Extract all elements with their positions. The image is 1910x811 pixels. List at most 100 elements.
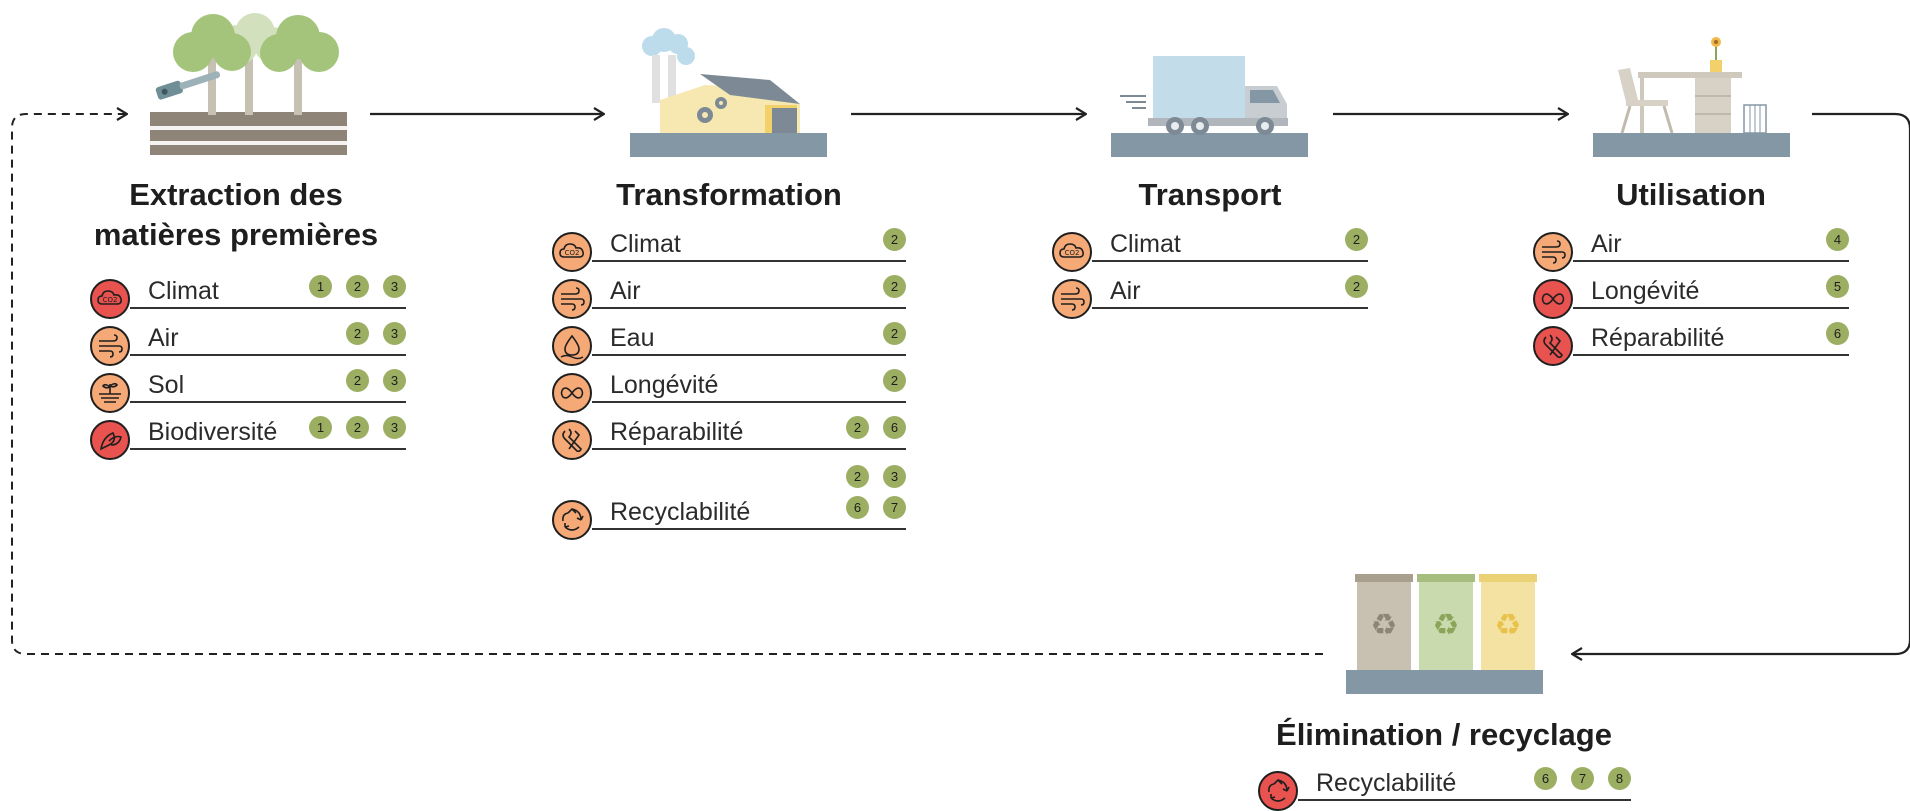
wind-icon bbox=[1533, 232, 1573, 272]
indicator-label: Climat bbox=[1110, 230, 1181, 258]
reference-badge: 2 bbox=[346, 322, 369, 345]
co2-cloud-icon: CO2 bbox=[552, 232, 592, 272]
reference-badge: 3 bbox=[383, 275, 406, 298]
badge-row: 5 bbox=[1826, 275, 1849, 298]
reference-badges: 2 bbox=[1345, 228, 1368, 251]
reference-badge: 3 bbox=[383, 369, 406, 392]
reference-badge: 2 bbox=[346, 416, 369, 439]
indicator-label: Air bbox=[148, 324, 179, 352]
underline bbox=[1298, 799, 1631, 801]
reference-badge: 2 bbox=[1345, 275, 1368, 298]
indicator-row: CO2 Climat 2 bbox=[552, 215, 906, 272]
underline bbox=[592, 354, 906, 356]
reference-badges: 2 bbox=[883, 322, 906, 345]
indicator-row: Air 2 bbox=[1052, 262, 1368, 319]
soil-sprout-icon bbox=[90, 373, 130, 413]
reference-badge: 2 bbox=[883, 228, 906, 251]
wind-icon bbox=[90, 326, 130, 366]
reference-badges: 4 bbox=[1826, 228, 1849, 251]
reference-badge: 1 bbox=[309, 416, 332, 439]
desk-chair-illustration bbox=[1593, 37, 1790, 157]
svg-text:CO2: CO2 bbox=[565, 249, 580, 257]
reference-badge: 3 bbox=[883, 465, 906, 488]
reference-badge: 3 bbox=[383, 416, 406, 439]
indicator-label: Eau bbox=[610, 324, 655, 352]
reference-badge: 1 bbox=[309, 275, 332, 298]
underline bbox=[592, 260, 906, 262]
reference-badge: 7 bbox=[1571, 767, 1594, 790]
underline bbox=[1573, 260, 1849, 262]
recycle-icon bbox=[552, 500, 592, 540]
reference-badge: 6 bbox=[1826, 322, 1849, 345]
indicator-label: Air bbox=[610, 277, 641, 305]
stage-title: Utilisation bbox=[1616, 177, 1766, 212]
underline bbox=[130, 354, 406, 356]
reference-badge: 2 bbox=[346, 275, 369, 298]
indicator-label: Réparabilité bbox=[1591, 324, 1725, 352]
arrow-recycling-loop bbox=[11, 114, 1323, 655]
indicator-label: Climat bbox=[610, 230, 681, 258]
svg-text:♻: ♻ bbox=[1433, 608, 1460, 643]
indicator-label: Recyclabilité bbox=[1316, 769, 1457, 797]
co2-cloud-icon: CO2 bbox=[90, 279, 130, 319]
stage-title: Transformation bbox=[616, 177, 842, 212]
svg-text:CO2: CO2 bbox=[1065, 249, 1080, 257]
truck-illustration bbox=[1111, 56, 1308, 157]
badge-row: 2 bbox=[883, 322, 906, 345]
indicator-row: Réparabilité 6 bbox=[1533, 309, 1849, 366]
badge-row: 2 bbox=[883, 369, 906, 392]
stage-title: Transport bbox=[1138, 177, 1282, 212]
wind-icon bbox=[552, 279, 592, 319]
reference-badge: 5 bbox=[1826, 275, 1849, 298]
reference-badge: 7 bbox=[883, 496, 906, 519]
co2-cloud-icon: CO2 bbox=[1052, 232, 1092, 272]
reference-badges: 2 bbox=[1345, 275, 1368, 298]
indicator-row: Longévité 2 bbox=[552, 356, 906, 413]
underline bbox=[592, 448, 906, 450]
indicator-label: Longévité bbox=[610, 371, 719, 399]
reference-badge: 2 bbox=[883, 322, 906, 345]
underline bbox=[1573, 307, 1849, 309]
forest-chainsaw-illustration bbox=[150, 13, 347, 155]
leaves-icon bbox=[90, 420, 130, 460]
indicator-row: Longévité 5 bbox=[1533, 262, 1849, 319]
svg-text:♻: ♻ bbox=[1371, 608, 1398, 643]
reference-badges: 5 bbox=[1826, 275, 1849, 298]
badge-row: 2 bbox=[1345, 275, 1368, 298]
underline bbox=[130, 401, 406, 403]
reference-badge: 2 bbox=[883, 275, 906, 298]
underline bbox=[592, 528, 906, 530]
reference-badge: 8 bbox=[1608, 767, 1631, 790]
indicator-label: Biodiversité bbox=[148, 418, 278, 446]
indicator-label: Air bbox=[1110, 277, 1141, 305]
underline bbox=[130, 307, 406, 309]
factory-illustration bbox=[630, 28, 827, 157]
indicator-label: Longévité bbox=[1591, 277, 1700, 305]
underline bbox=[130, 448, 406, 450]
water-drop-icon bbox=[552, 326, 592, 366]
underline bbox=[1573, 354, 1849, 356]
underline bbox=[1092, 307, 1368, 309]
indicator-label: Réparabilité bbox=[610, 418, 744, 446]
